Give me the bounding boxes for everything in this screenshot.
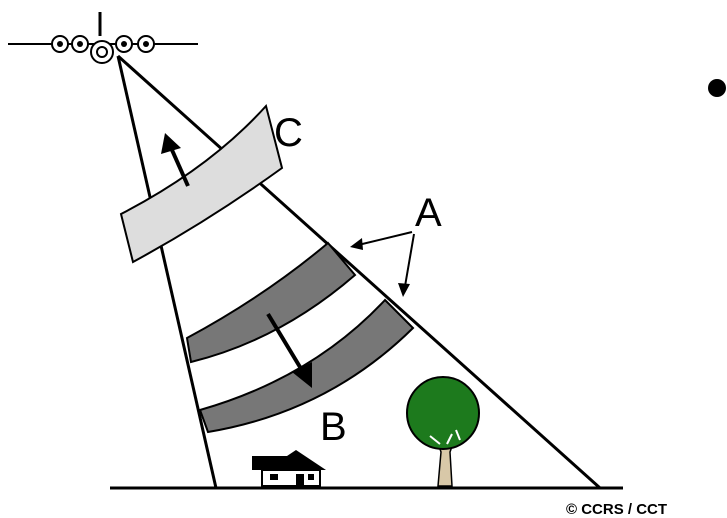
beam-far-edge bbox=[118, 56, 600, 488]
label-a: A bbox=[415, 191, 442, 235]
echo-arrowhead bbox=[161, 133, 181, 154]
airplane-icon bbox=[8, 12, 198, 63]
label-a-pointer-upper bbox=[354, 232, 412, 246]
label-c: C bbox=[274, 111, 303, 155]
label-a-pointer-lower bbox=[404, 234, 414, 292]
label-b: B bbox=[320, 405, 347, 449]
copyright-text: © CCRS / CCT bbox=[566, 501, 667, 518]
outgoing-wavefront-upper bbox=[187, 243, 355, 362]
house-icon bbox=[252, 450, 326, 486]
beam-near-edge bbox=[118, 56, 216, 488]
label-a-pointer-lower-head bbox=[398, 283, 410, 297]
bullet-icon bbox=[708, 79, 726, 97]
tree-icon bbox=[407, 377, 479, 486]
label-a-pointer-upper-head bbox=[350, 238, 363, 250]
